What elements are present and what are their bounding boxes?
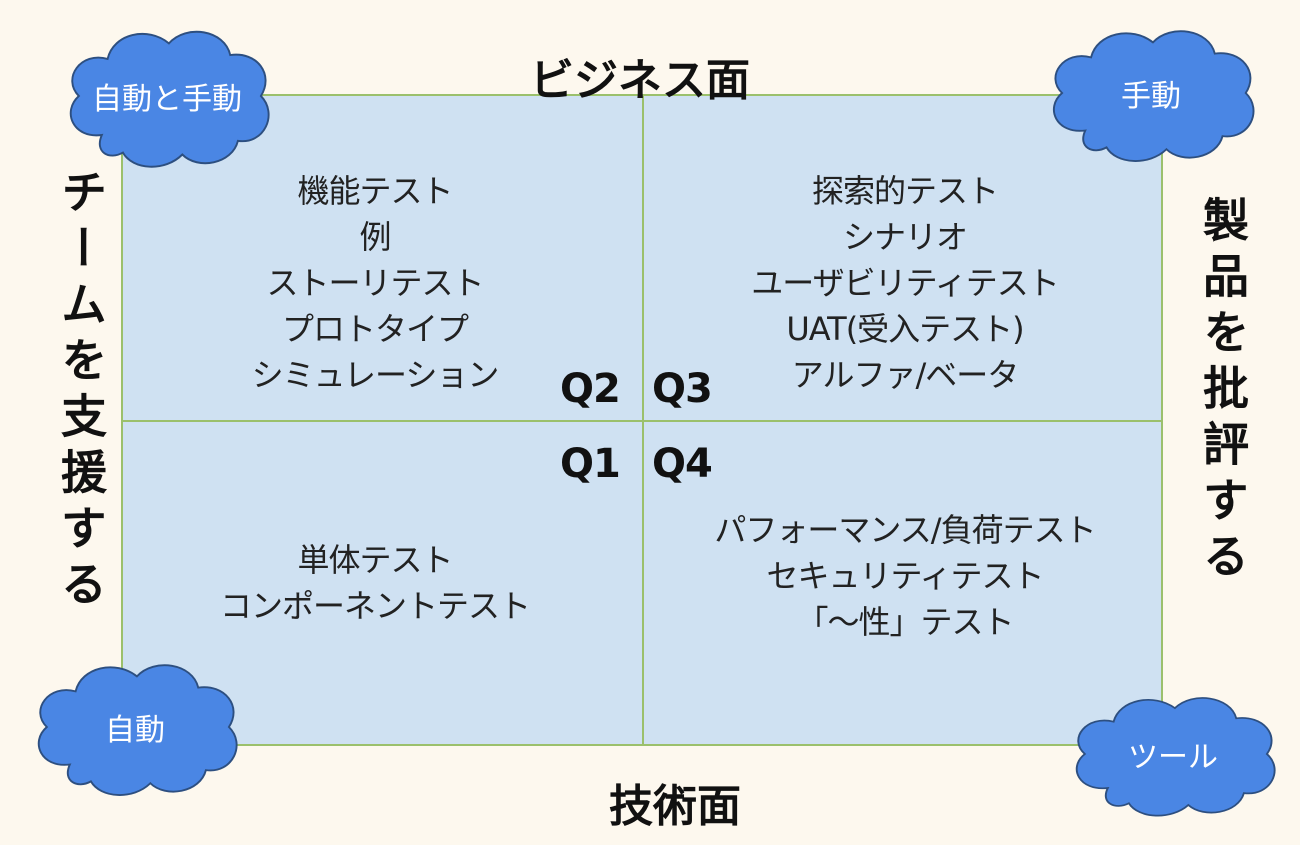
q3-item: 探索的テスト bbox=[811, 172, 999, 210]
q2-label: Q2 bbox=[560, 366, 621, 412]
q1-label: Q1 bbox=[560, 441, 621, 487]
quadrant-board bbox=[121, 94, 1163, 746]
q2-item: ストーリテスト bbox=[266, 264, 484, 302]
cloud-icon bbox=[1052, 30, 1255, 162]
q3-item: シナリオ bbox=[842, 218, 968, 256]
q3-label: Q3 bbox=[652, 366, 713, 412]
q4-label: Q4 bbox=[652, 441, 713, 487]
q2-item: プロトタイプ bbox=[281, 310, 469, 348]
q1-item: コンポーネントテスト bbox=[219, 587, 531, 625]
cloud-bottom-right-label: ツール bbox=[1128, 740, 1218, 775]
cloud-shape bbox=[69, 30, 270, 168]
cloud-icon bbox=[69, 30, 270, 168]
q2-item: 機能テスト bbox=[297, 172, 453, 210]
cloud-bottom-left-label: 自動 bbox=[105, 713, 165, 748]
q1-items: 単体テスト コンポーネントテスト bbox=[150, 537, 600, 629]
cloud-top-right: 手動 bbox=[1035, 18, 1267, 168]
axis-bottom-label: 技術面 bbox=[0, 770, 1300, 834]
q2-item: シミュレーション bbox=[251, 356, 500, 394]
cloud-bottom-left: 自動 bbox=[20, 652, 250, 802]
cloud-top-left: 自動と手動 bbox=[52, 18, 282, 174]
cloud-shape bbox=[1052, 30, 1255, 162]
horizontal-divider bbox=[123, 420, 1161, 422]
axis-right-label: 製品を批評する bbox=[1196, 196, 1250, 588]
q4-item: パフォーマンス/負荷テスト bbox=[714, 511, 1096, 549]
cloud-shape bbox=[37, 664, 238, 796]
cloud-top-left-label: 自動と手動 bbox=[92, 82, 242, 117]
q4-item: セキュリティテスト bbox=[766, 557, 1044, 595]
q3-items: 探索的テスト シナリオ ユーザビリティテスト UAT(受入テスト) アルファ/ベ… bbox=[680, 168, 1130, 398]
cloud-top-right-label: 手動 bbox=[1121, 79, 1181, 114]
q2-item: 例 bbox=[359, 218, 391, 256]
q1-item: 単体テスト bbox=[297, 541, 453, 579]
q4-item: 「〜性」テスト bbox=[796, 603, 1014, 641]
q3-item: UAT(受入テスト) bbox=[786, 310, 1024, 348]
q4-items: パフォーマンス/負荷テスト セキュリティテスト 「〜性」テスト bbox=[680, 507, 1130, 645]
q2-items: 機能テスト 例 ストーリテスト プロトタイプ シミュレーション bbox=[150, 168, 600, 398]
axis-top-label: ビジネス面 bbox=[0, 44, 1300, 108]
axis-top-text: ビジネス面 bbox=[530, 55, 750, 106]
q3-item: ユーザビリティテスト bbox=[751, 264, 1059, 302]
axis-left-label: チームを支援する bbox=[54, 168, 108, 616]
q3-item: アルファ/ベータ bbox=[791, 356, 1019, 394]
cloud-icon bbox=[1075, 697, 1276, 817]
axis-bottom-text: 技術面 bbox=[609, 781, 741, 832]
cloud-shape bbox=[1075, 697, 1276, 817]
cloud-bottom-right: ツール bbox=[1058, 686, 1288, 822]
cloud-icon bbox=[37, 664, 238, 796]
